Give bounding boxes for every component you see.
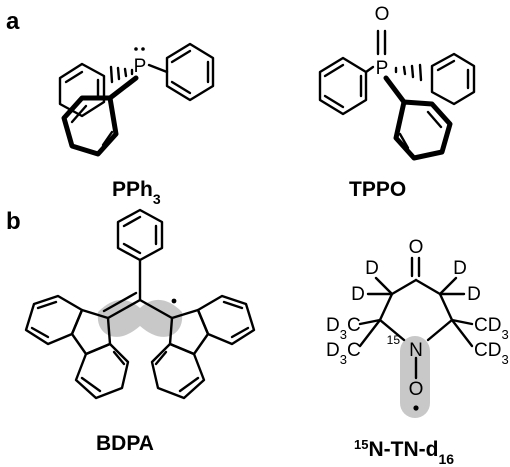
bdpa-left-double-bond-1 — [106, 298, 142, 320]
cd3-bond-top-right — [450, 318, 474, 326]
pph3-molecule: P — [58, 42, 215, 157]
bdpa-right-fluorenyl — [150, 294, 256, 400]
cd3-label-top-left: D3C — [326, 315, 361, 342]
nitroxide-radical-dot — [413, 405, 419, 411]
nitrogen-atom: N — [409, 340, 423, 361]
tppo-hashed-bond — [394, 63, 423, 82]
tppo-back-phenyl — [430, 52, 476, 106]
nitroxide-oxygen-atom: O — [409, 379, 424, 400]
lone-pair-dot-left — [134, 47, 138, 51]
cd3-bond-bottom-left — [358, 318, 382, 348]
tempo-ring-right — [414, 278, 454, 342]
panel-label-a: a — [6, 8, 20, 35]
tempo-carbonyl-oxygen: O — [409, 237, 424, 258]
tppo-left-phenyl — [318, 56, 375, 116]
cd3-bond-top-left — [358, 318, 382, 326]
bdpa-left-double-bond-2 — [102, 291, 138, 313]
cd3-label-top-right: CD3 — [474, 315, 509, 342]
pph3-right-phenyl — [147, 42, 215, 102]
cd3-label-bottom-left: D3C — [326, 340, 361, 367]
d-label-left-top: D — [365, 258, 379, 279]
d-label-right-top: D — [453, 258, 467, 279]
d-label-right: D — [467, 284, 481, 305]
d-label-left: D — [351, 284, 365, 305]
bdpa-allyl-highlight — [97, 299, 183, 337]
cd3-bond-bottom-right — [450, 318, 474, 348]
pph3-hashed-bond — [109, 65, 134, 84]
bdpa-top-phenyl — [116, 208, 164, 302]
bdpa-right-single-bond — [138, 298, 174, 320]
tempo-d16-molecule: O D D D D D3C D3C CD3 CD3 15 N O — [326, 237, 509, 418]
pph3-front-phenyl — [61, 75, 139, 157]
tempo-ring-left — [378, 278, 418, 342]
bdpa-left-fluorenyl — [24, 294, 130, 400]
tppo-oxygen-atom: O — [375, 4, 390, 25]
tppo-phosphorus-atom: P — [376, 58, 389, 79]
pph3-back-phenyl — [58, 62, 106, 118]
pph3-phosphorus-atom: P — [134, 56, 147, 77]
cd-bond-left-top — [374, 276, 394, 296]
bdpa-molecule — [24, 208, 256, 400]
panel-label-b: b — [6, 208, 21, 235]
cd-bond-right-top — [438, 276, 458, 296]
cd3-label-bottom-right: CD3 — [474, 340, 509, 367]
tempo-d16-caption: 15N-TN-d16 — [354, 437, 454, 467]
bdpa-caption: BDPA — [96, 432, 154, 455]
lone-pair-dot-right — [141, 47, 145, 51]
nitrogen-isotope-label: 15 — [387, 333, 401, 347]
tppo-caption: TPPO — [349, 178, 406, 201]
tppo-molecule: O P — [318, 4, 476, 161]
tppo-front-phenyl — [383, 75, 453, 161]
bdpa-radical-dot — [171, 298, 177, 304]
pph3-caption: PPh3 — [112, 178, 161, 207]
